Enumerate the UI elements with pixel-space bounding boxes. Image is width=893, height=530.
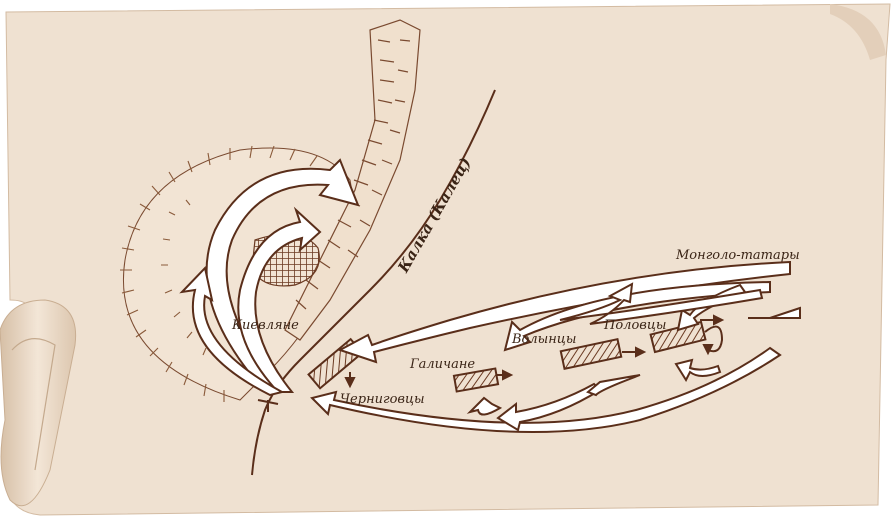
chernigovtsy-wall xyxy=(257,399,279,412)
kalka-river xyxy=(251,89,496,476)
retreat-arrows xyxy=(344,314,725,389)
label-mongolo-tatary: Монголо-татары xyxy=(676,248,800,263)
army-units xyxy=(307,320,707,393)
label-galichane: Галичане xyxy=(410,357,476,372)
label-polovtsy: Половцы xyxy=(604,318,667,333)
label-volyntsy: Волынцы xyxy=(512,332,577,347)
volyntsy-unit xyxy=(559,337,623,371)
label-kievlyane: Киевляне xyxy=(232,318,299,333)
mongol-arrows xyxy=(310,260,801,433)
kievlyane-arrows xyxy=(179,158,360,397)
ridge-terrain xyxy=(284,19,421,341)
polovtsy-unit xyxy=(649,320,707,354)
label-chernigovtsy: Черниговцы xyxy=(340,392,425,407)
galichane-unit xyxy=(452,367,500,393)
